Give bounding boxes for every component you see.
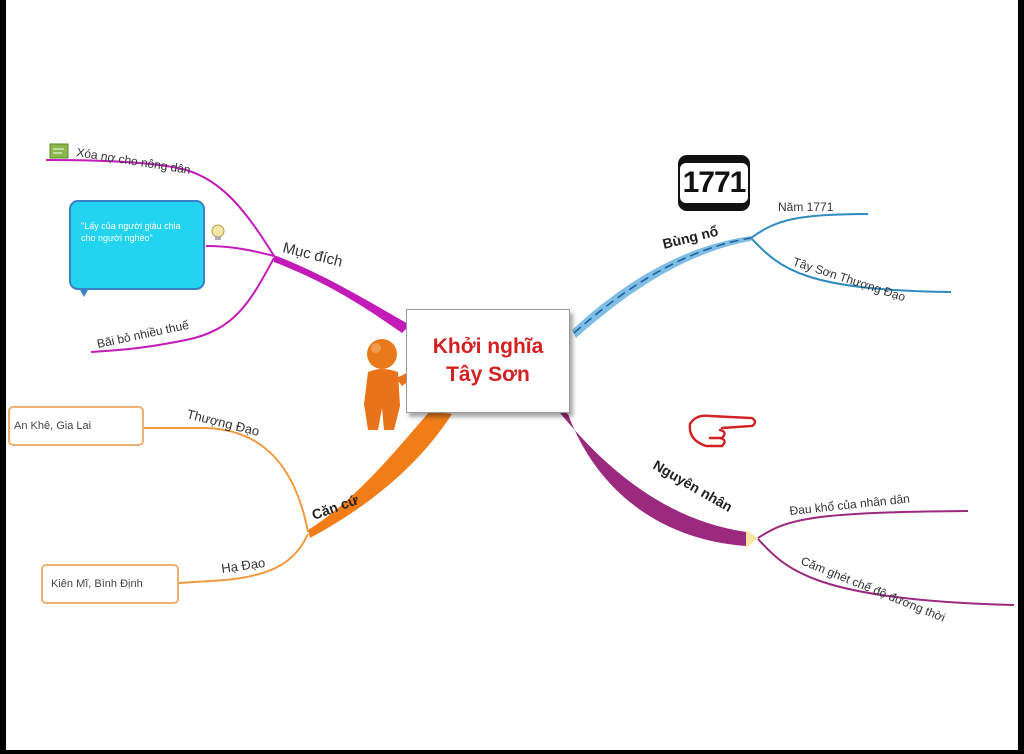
leaf-line-tay-son [750,237,952,293]
leaf-line-ha-dao [178,533,309,584]
year-badge: 1771 [678,155,750,211]
person-pointing-icon [364,339,418,430]
branch-nguyen-nhan-tip [746,530,758,548]
central-topic: Khởi nghĩa Tây Sơn [406,309,570,413]
label-xoa-no: Xóa nợ cho nông dân [76,145,192,177]
label-bai-bo: Bãi bỏ nhiều thuế [96,318,191,351]
leaf-line-quote [205,245,275,257]
leaf-line-cam-ghet [757,538,1015,606]
mindmap-canvas: Mục đích Xóa nợ cho nông dân Bãi bỏ nhiề… [6,0,1018,750]
mindmap-svg: Mục đích Xóa nợ cho nông dân Bãi bỏ nhiề… [45,143,1015,625]
bulb-icon [211,224,225,240]
branch-muc-dich [274,255,410,333]
leaf-line-thuong-dao [144,427,309,533]
note-icon [49,143,69,159]
leaf-box-kien-my: Kiên Mĩ, Bình Định [41,564,179,604]
label-cam-ghet: Căm ghét chế độ đương thời [799,554,948,625]
label-nam-1771: Năm 1771 [778,200,834,214]
leaf-line-dau-kho [757,510,969,539]
branch-nguyen-nhan [556,408,746,546]
branch-bung-no-dash [573,237,752,334]
branch-can-cu [308,411,452,538]
hand-pointing-icon [688,414,757,448]
leaf-line-bai-bo [90,257,275,353]
leaf-line-xoa-no [45,159,275,257]
central-topic-line1: Khởi nghĩa [432,335,544,358]
leaf-box-an-khe: An Khê, Gia Lai [8,406,144,446]
central-topic-line2: Tây Sơn [446,363,530,386]
leaf-line-nam [750,213,869,239]
label-thuong-dao: Thượng Đạo [185,406,261,439]
label-ha-dao: Hạ Đạo [220,555,266,576]
year-badge-text: 1771 [679,163,749,203]
branch-bung-no [572,236,751,338]
label-tay-son-thuong-dao: Tây Sơn Thượng Đạo [791,255,907,305]
quote-callout: "Lấy của người giàu chia cho người nghèo… [69,200,205,297]
